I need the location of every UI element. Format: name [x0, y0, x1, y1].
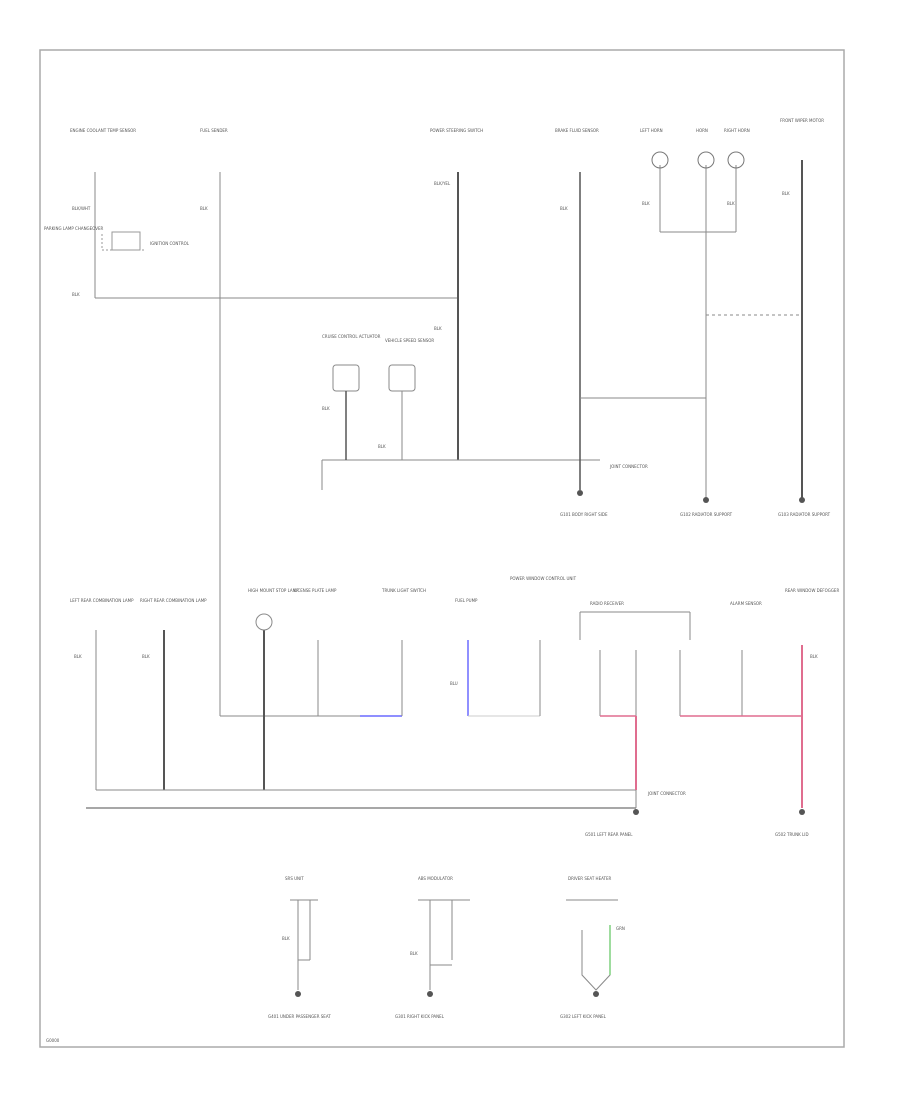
diagram-frame — [39, 49, 845, 1048]
wire-tag: BLK/YEL — [434, 181, 451, 186]
wire-tag: BLK — [434, 326, 442, 331]
joint-connector-label: JOINT CONNECTOR — [609, 464, 648, 469]
wire-tag: BLK — [642, 201, 650, 206]
ground-symbol — [593, 991, 599, 997]
bottom-grounds: G501 LEFT REAR PANEL G502 TRUNK LID — [585, 809, 809, 837]
ground-label: G501 LEFT REAR PANEL — [585, 832, 633, 837]
ground-label: G302 LEFT KICK PANEL — [560, 1014, 607, 1019]
wire-tag: BLK — [282, 936, 290, 941]
component-label: RIGHT HORN — [724, 128, 750, 133]
component-label: POWER WINDOW CONTROL UNIT — [510, 576, 577, 581]
wire-tag: BLK — [72, 292, 80, 297]
component-label: FUEL PUMP — [455, 598, 478, 603]
wire-tag: BLU — [450, 681, 458, 686]
ground-symbol — [703, 497, 709, 503]
component-label: SRS UNIT — [285, 876, 304, 881]
ground-symbol — [295, 991, 301, 997]
component-label: FRONT WIPER MOTOR — [780, 118, 824, 123]
ground-symbol — [799, 809, 805, 815]
wire-tag: BLK — [378, 444, 386, 449]
wire-tag: GRN — [616, 926, 625, 931]
component-label: ALARM SENSOR — [730, 601, 762, 606]
component-label: BRAKE FLUID SENSOR — [555, 128, 599, 133]
wire-tag: BLK — [560, 206, 568, 211]
top-section — [94, 160, 803, 716]
bottom-section — [86, 611, 803, 809]
component-label: FUEL SENDER — [200, 128, 228, 133]
component-label: TRUNK LIGHT SWITCH — [381, 588, 426, 593]
horn-symbols — [651, 151, 745, 169]
ground-symbol — [799, 497, 805, 503]
top-grounds: JOINT CONNECTOR G101 BODY RIGHT SIDE G10… — [560, 464, 831, 517]
ground-label: G102 RADIATOR SUPPORT — [680, 512, 733, 517]
ground-symbol — [427, 991, 433, 997]
ground-label: G301 RIGHT KICK PANEL — [395, 1014, 445, 1019]
component-label: VEHICLE SPEED SENSOR — [385, 338, 434, 343]
component-note: PARKING LAMP CHANGEOVER — [44, 226, 104, 231]
top-component-labels: ENGINE COOLANT TEMP SENSOR FUEL SENDER P… — [44, 118, 824, 343]
component-label: HORN — [696, 128, 708, 133]
ground-label: G103 RADIATOR SUPPORT — [778, 512, 831, 517]
wire-tag: BLK/WHT — [72, 206, 91, 211]
component-label: RIGHT REAR COMBINATION LAMP — [140, 598, 207, 603]
ground-label: G101 BODY RIGHT SIDE — [560, 512, 608, 517]
component-label: LICENSE PLATE LAMP — [294, 588, 337, 593]
top-wire-tags: BLK/WHT BLK BLK BLK/YEL BLK BLK BLK BLK … — [72, 181, 790, 449]
component-label: ABS MODULATOR — [418, 876, 453, 881]
wire-tag: BLK — [727, 201, 735, 206]
ground-symbol — [633, 809, 639, 815]
component-label: LEFT HORN — [640, 128, 663, 133]
component-label: LEFT REAR COMBINATION LAMP — [70, 598, 134, 603]
wire-tag: BLK — [74, 654, 82, 659]
component-label: POWER STEERING SWITCH — [430, 128, 483, 133]
component-note: IGNITION CONTROL — [150, 241, 190, 246]
ground-symbol — [577, 490, 583, 496]
ground-label: G502 TRUNK LID — [775, 832, 809, 837]
ground-label: G401 UNDER PASSENGER SEAT — [268, 1014, 331, 1019]
component-label: ENGINE COOLANT TEMP SENSOR — [70, 128, 136, 133]
wire-tag: BLK — [322, 406, 330, 411]
component-label: CRUISE CONTROL ACTUATOR — [322, 334, 381, 339]
component-label: HIGH MOUNT STOP LAMP — [248, 588, 299, 593]
wire-tag: BLK — [142, 654, 150, 659]
bottom-component-labels: LEFT REAR COMBINATION LAMP RIGHT REAR CO… — [70, 576, 839, 796]
figure-code: G0000 — [46, 1038, 60, 1043]
component-label: RADIO RECEIVER — [590, 601, 624, 606]
wire-tag: BLK — [410, 951, 418, 956]
component-label: DRIVER SEAT HEATER — [568, 876, 611, 881]
wire-tag: BLK — [810, 654, 818, 659]
footer-labels: SRS UNIT ABS MODULATOR DRIVER SEAT HEATE… — [268, 876, 625, 1019]
component-label: REAR WINDOW DEFOGGER — [785, 588, 839, 593]
wire-tag: BLK — [782, 191, 790, 196]
wire-tag: BLK — [200, 206, 208, 211]
joint-connector-label: JOINT CONNECTOR — [647, 791, 686, 796]
footer-section — [290, 899, 618, 991]
